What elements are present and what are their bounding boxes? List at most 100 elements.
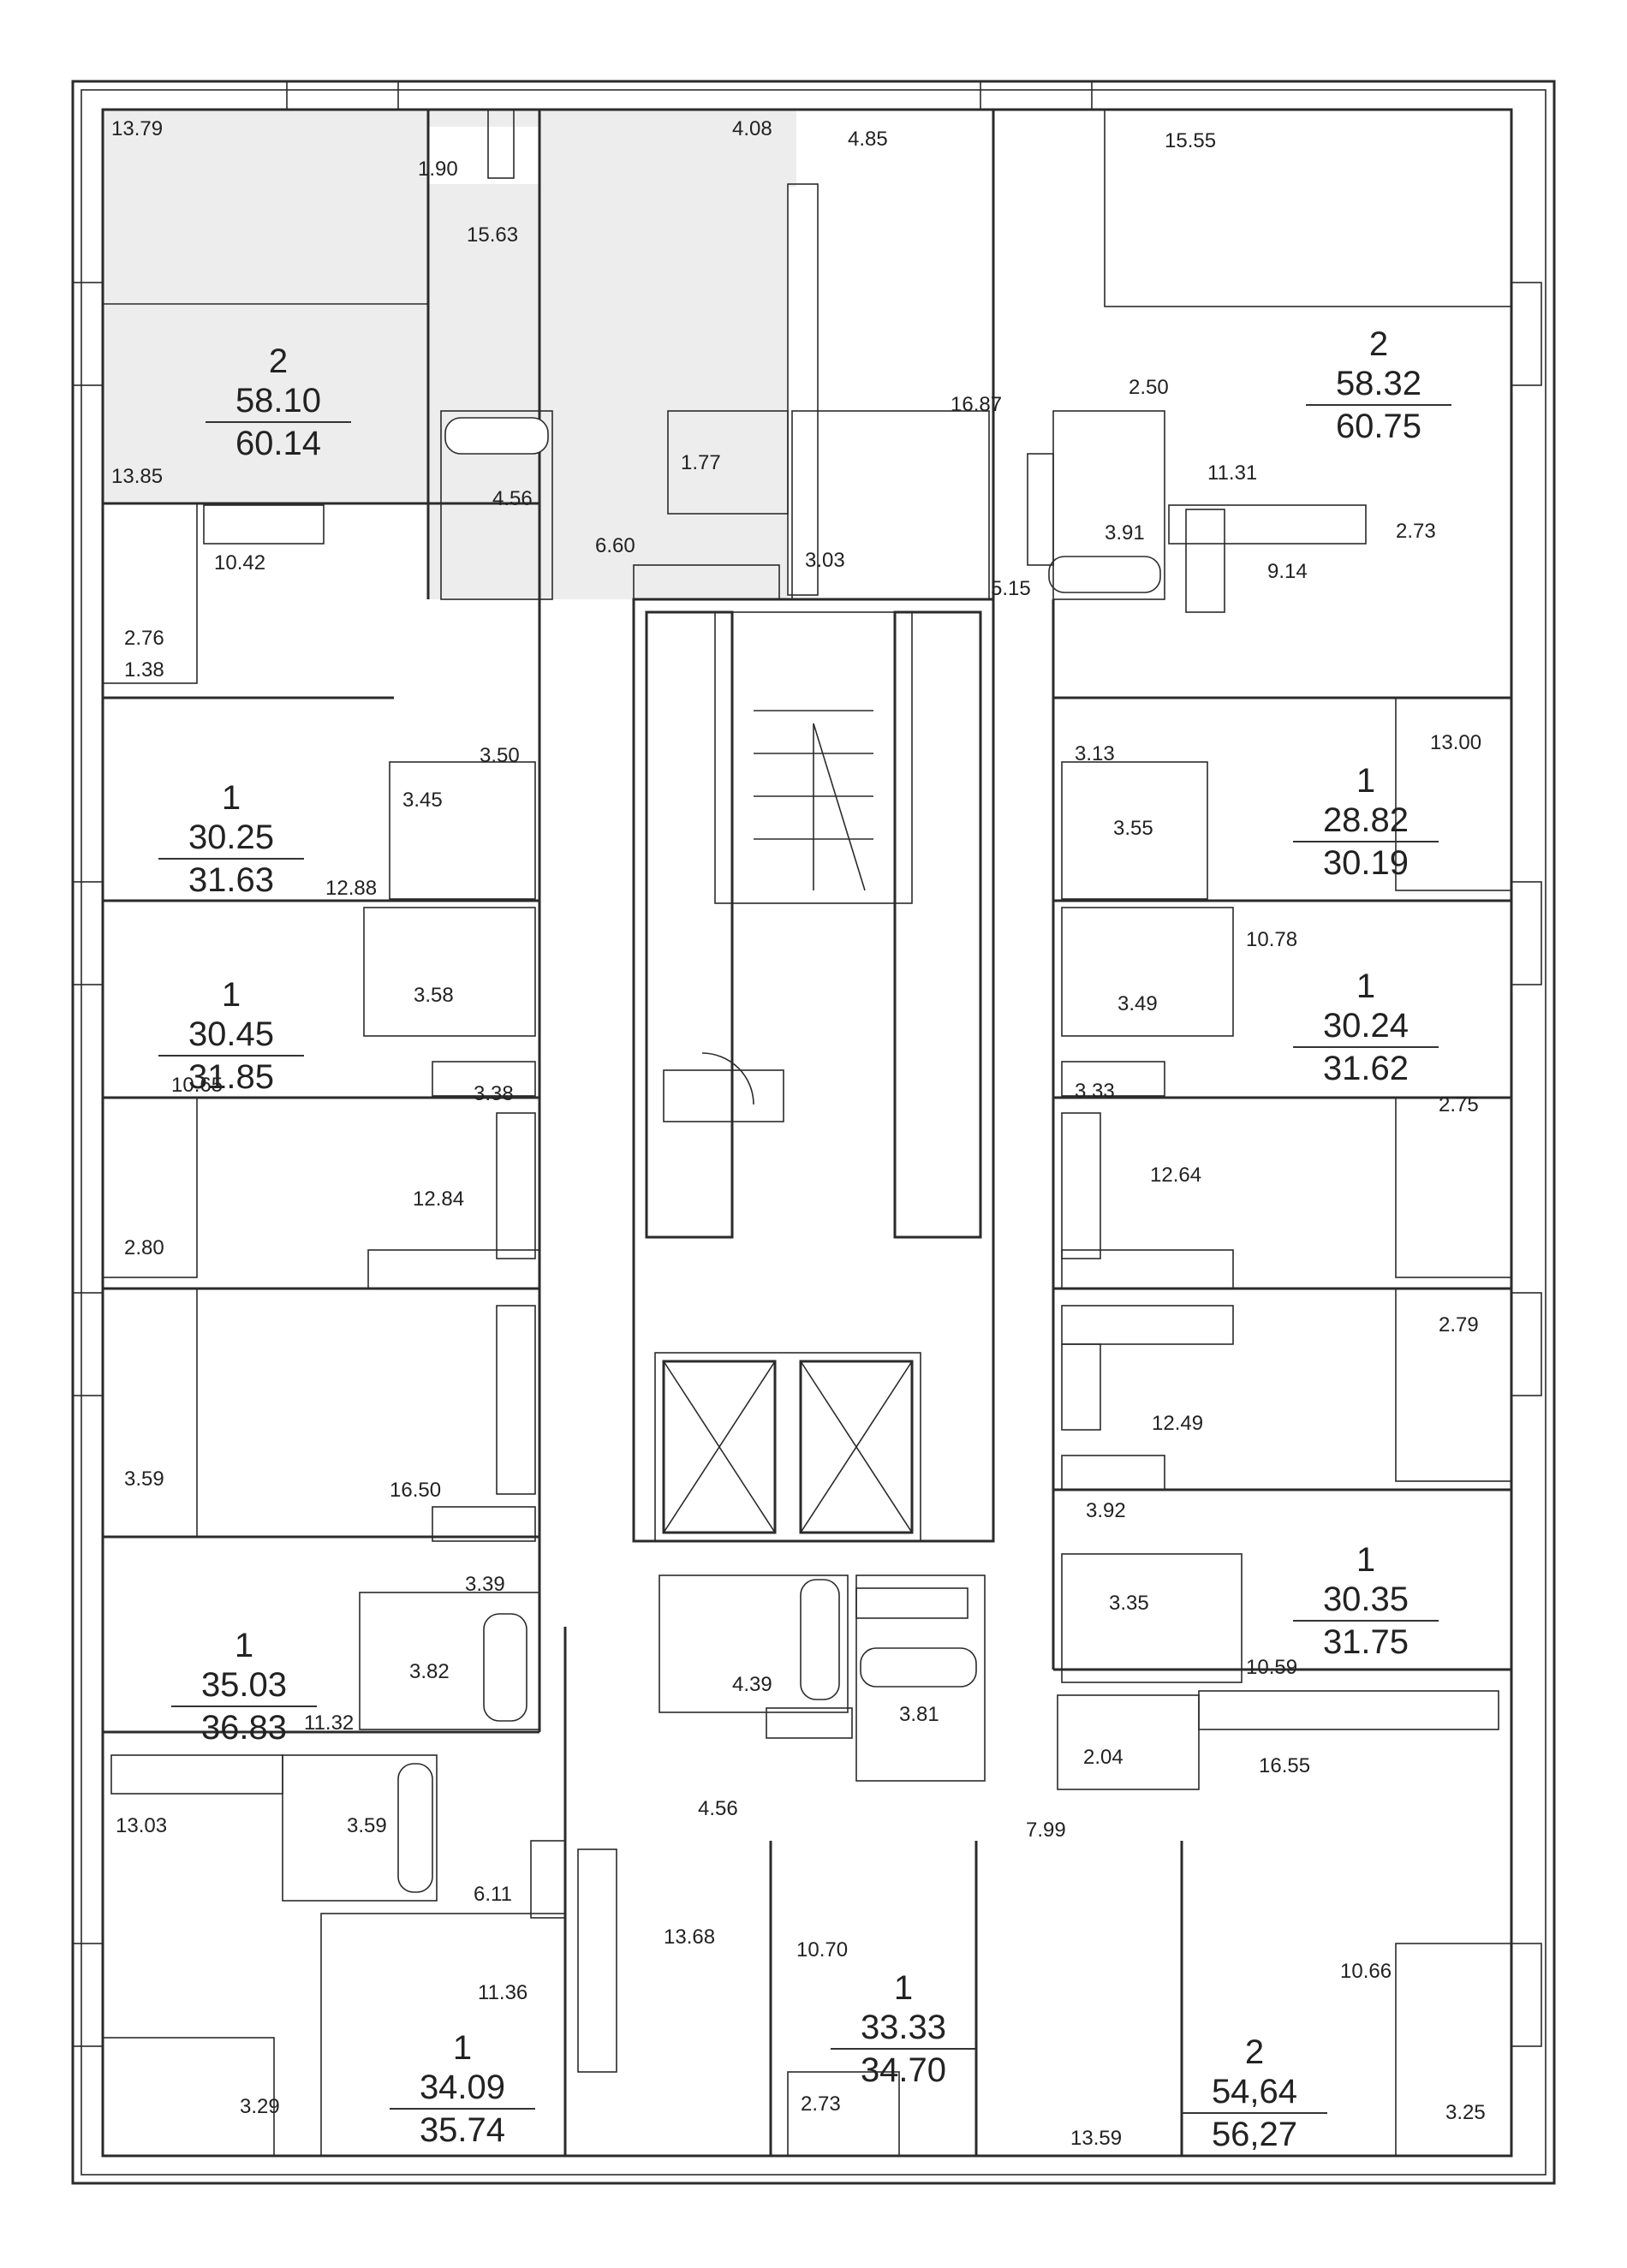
apartment-rooms: 1 [1356, 1541, 1376, 1579]
apartment-living-area: 35.03 [200, 1666, 288, 1704]
room-area: 16.87 [951, 393, 1003, 416]
room-area: 13.03 [116, 1814, 168, 1837]
room-area: 5.15 [991, 577, 1031, 600]
room-area: 3.35 [1109, 1592, 1149, 1615]
apartment-living-area: 58.32 [1335, 365, 1422, 402]
apartment-total-area: 34.70 [831, 2048, 976, 2091]
apartment-label: 1 34.09 35.74 [390, 2029, 535, 2151]
apartment-living-area: 54,64 [1211, 2073, 1298, 2110]
room-area: 16.50 [390, 1479, 442, 1502]
apartment-living-area: 28.82 [1322, 801, 1409, 839]
room-area: 10.65 [171, 1074, 223, 1097]
wet-zones [282, 183, 1243, 1902]
apartment-living-area: 34.09 [419, 2069, 506, 2106]
room-area: 11.31 [1207, 461, 1258, 485]
apartment-rooms: 2 [268, 342, 289, 380]
room-area: 2.76 [124, 627, 164, 650]
room-area: 2.80 [124, 1236, 164, 1259]
apartment-total-area: 60.14 [206, 421, 351, 464]
apartment-living-area: 33.33 [860, 2009, 947, 2046]
room-area: 10.70 [796, 1938, 849, 1961]
room-area: 9.14 [1267, 560, 1308, 583]
apartment-rooms: 1 [221, 779, 241, 817]
room-area: 4.39 [732, 1673, 772, 1696]
room-area: 3.45 [402, 789, 443, 812]
room-area: 2.04 [1083, 1746, 1123, 1769]
apartment-total-area: 60.75 [1306, 404, 1451, 447]
room-area: 4.56 [698, 1797, 738, 1820]
apartment-rooms: 2 [1244, 2033, 1265, 2071]
room-area: 13.68 [664, 1926, 716, 1949]
apartment-total-area: 31.62 [1293, 1046, 1439, 1089]
room-area: 2.73 [1396, 520, 1436, 543]
room-area: 10.59 [1246, 1656, 1298, 1679]
room-area: 3.33 [1075, 1080, 1115, 1103]
room-area: 3.82 [409, 1660, 450, 1683]
room-area: 15.55 [1165, 129, 1217, 152]
apartment-living-area: 58.10 [235, 382, 322, 420]
room-area: 1.77 [681, 451, 721, 474]
room-area: 3.50 [480, 744, 520, 767]
central-core [632, 598, 995, 1543]
right-partitions [769, 109, 1512, 2157]
room-area: 4.85 [848, 128, 888, 151]
room-area: 3.38 [474, 1082, 514, 1105]
room-area: 13.59 [1070, 2127, 1123, 2150]
room-area: 3.39 [465, 1573, 505, 1596]
apartment-living-area: 30.45 [188, 1015, 275, 1053]
apartment-label: 2 58.10 60.14 [206, 342, 351, 464]
room-area: 3.59 [347, 1814, 387, 1837]
kitchen-counters [110, 504, 1499, 2073]
apartment-rooms: 2 [1368, 325, 1389, 363]
room-area: 3.58 [414, 984, 454, 1007]
highlighted-apartment-fill [103, 110, 796, 599]
apartment-total-area: 35.74 [390, 2108, 535, 2151]
room-area: 12.88 [325, 877, 378, 900]
room-area: 3.49 [1117, 992, 1158, 1015]
room-area: 13.00 [1430, 731, 1482, 754]
apartment-label: 1 30.24 31.62 [1293, 967, 1439, 1089]
room-area: 10.66 [1340, 1960, 1392, 1983]
apartment-total-area: 30.19 [1293, 841, 1439, 884]
apartment-label: 1 30.35 31.75 [1293, 1541, 1439, 1663]
room-area: 10.42 [214, 551, 266, 574]
room-area: 4.08 [732, 117, 772, 140]
room-area: 10.78 [1246, 928, 1298, 951]
room-area: 2.73 [801, 2092, 841, 2116]
room-area: 6.60 [595, 534, 635, 557]
room-area: 3.03 [805, 549, 845, 572]
room-area: 6.11 [474, 1883, 512, 1906]
apartment-rooms: 1 [452, 2029, 473, 2067]
apartment-living-area: 30.35 [1322, 1580, 1409, 1618]
room-area: 4.56 [492, 487, 533, 510]
room-area: 13.85 [111, 465, 164, 488]
apartment-total-area: 36.83 [171, 1705, 317, 1748]
room-area: 13.79 [111, 117, 164, 140]
apartment-label: 1 30.25 31.63 [158, 779, 304, 901]
room-area: 1.90 [418, 158, 458, 181]
room-area: 15.63 [467, 223, 519, 247]
apartment-total-area: 31.63 [158, 858, 304, 901]
apartment-rooms: 1 [1356, 967, 1376, 1005]
apartment-label: 1 35.03 36.83 [171, 1627, 317, 1748]
apartment-rooms: 1 [893, 1969, 914, 2007]
apartment-label: 1 28.82 30.19 [1293, 762, 1439, 884]
room-area: 12.64 [1150, 1164, 1202, 1187]
room-area: 16.55 [1259, 1754, 1311, 1777]
apartment-label: 2 54,64 56,27 [1182, 2033, 1327, 2155]
apartment-total-area: 31.85 [158, 1055, 304, 1098]
room-area: 12.84 [413, 1188, 465, 1211]
room-area: 3.59 [124, 1467, 164, 1491]
room-area: 3.81 [899, 1703, 939, 1726]
room-area: 3.91 [1105, 521, 1145, 545]
room-area: 2.75 [1439, 1093, 1479, 1116]
apartment-label: 1 30.45 31.85 [158, 976, 304, 1098]
room-area: 2.79 [1439, 1313, 1479, 1336]
room-area: 12.49 [1152, 1412, 1204, 1435]
room-area: 3.92 [1086, 1499, 1126, 1522]
apartment-total-area: 56,27 [1182, 2112, 1327, 2155]
apartment-rooms: 1 [234, 1627, 254, 1664]
room-area: 11.36 [478, 1981, 528, 2004]
room-area: 2.50 [1129, 376, 1169, 399]
